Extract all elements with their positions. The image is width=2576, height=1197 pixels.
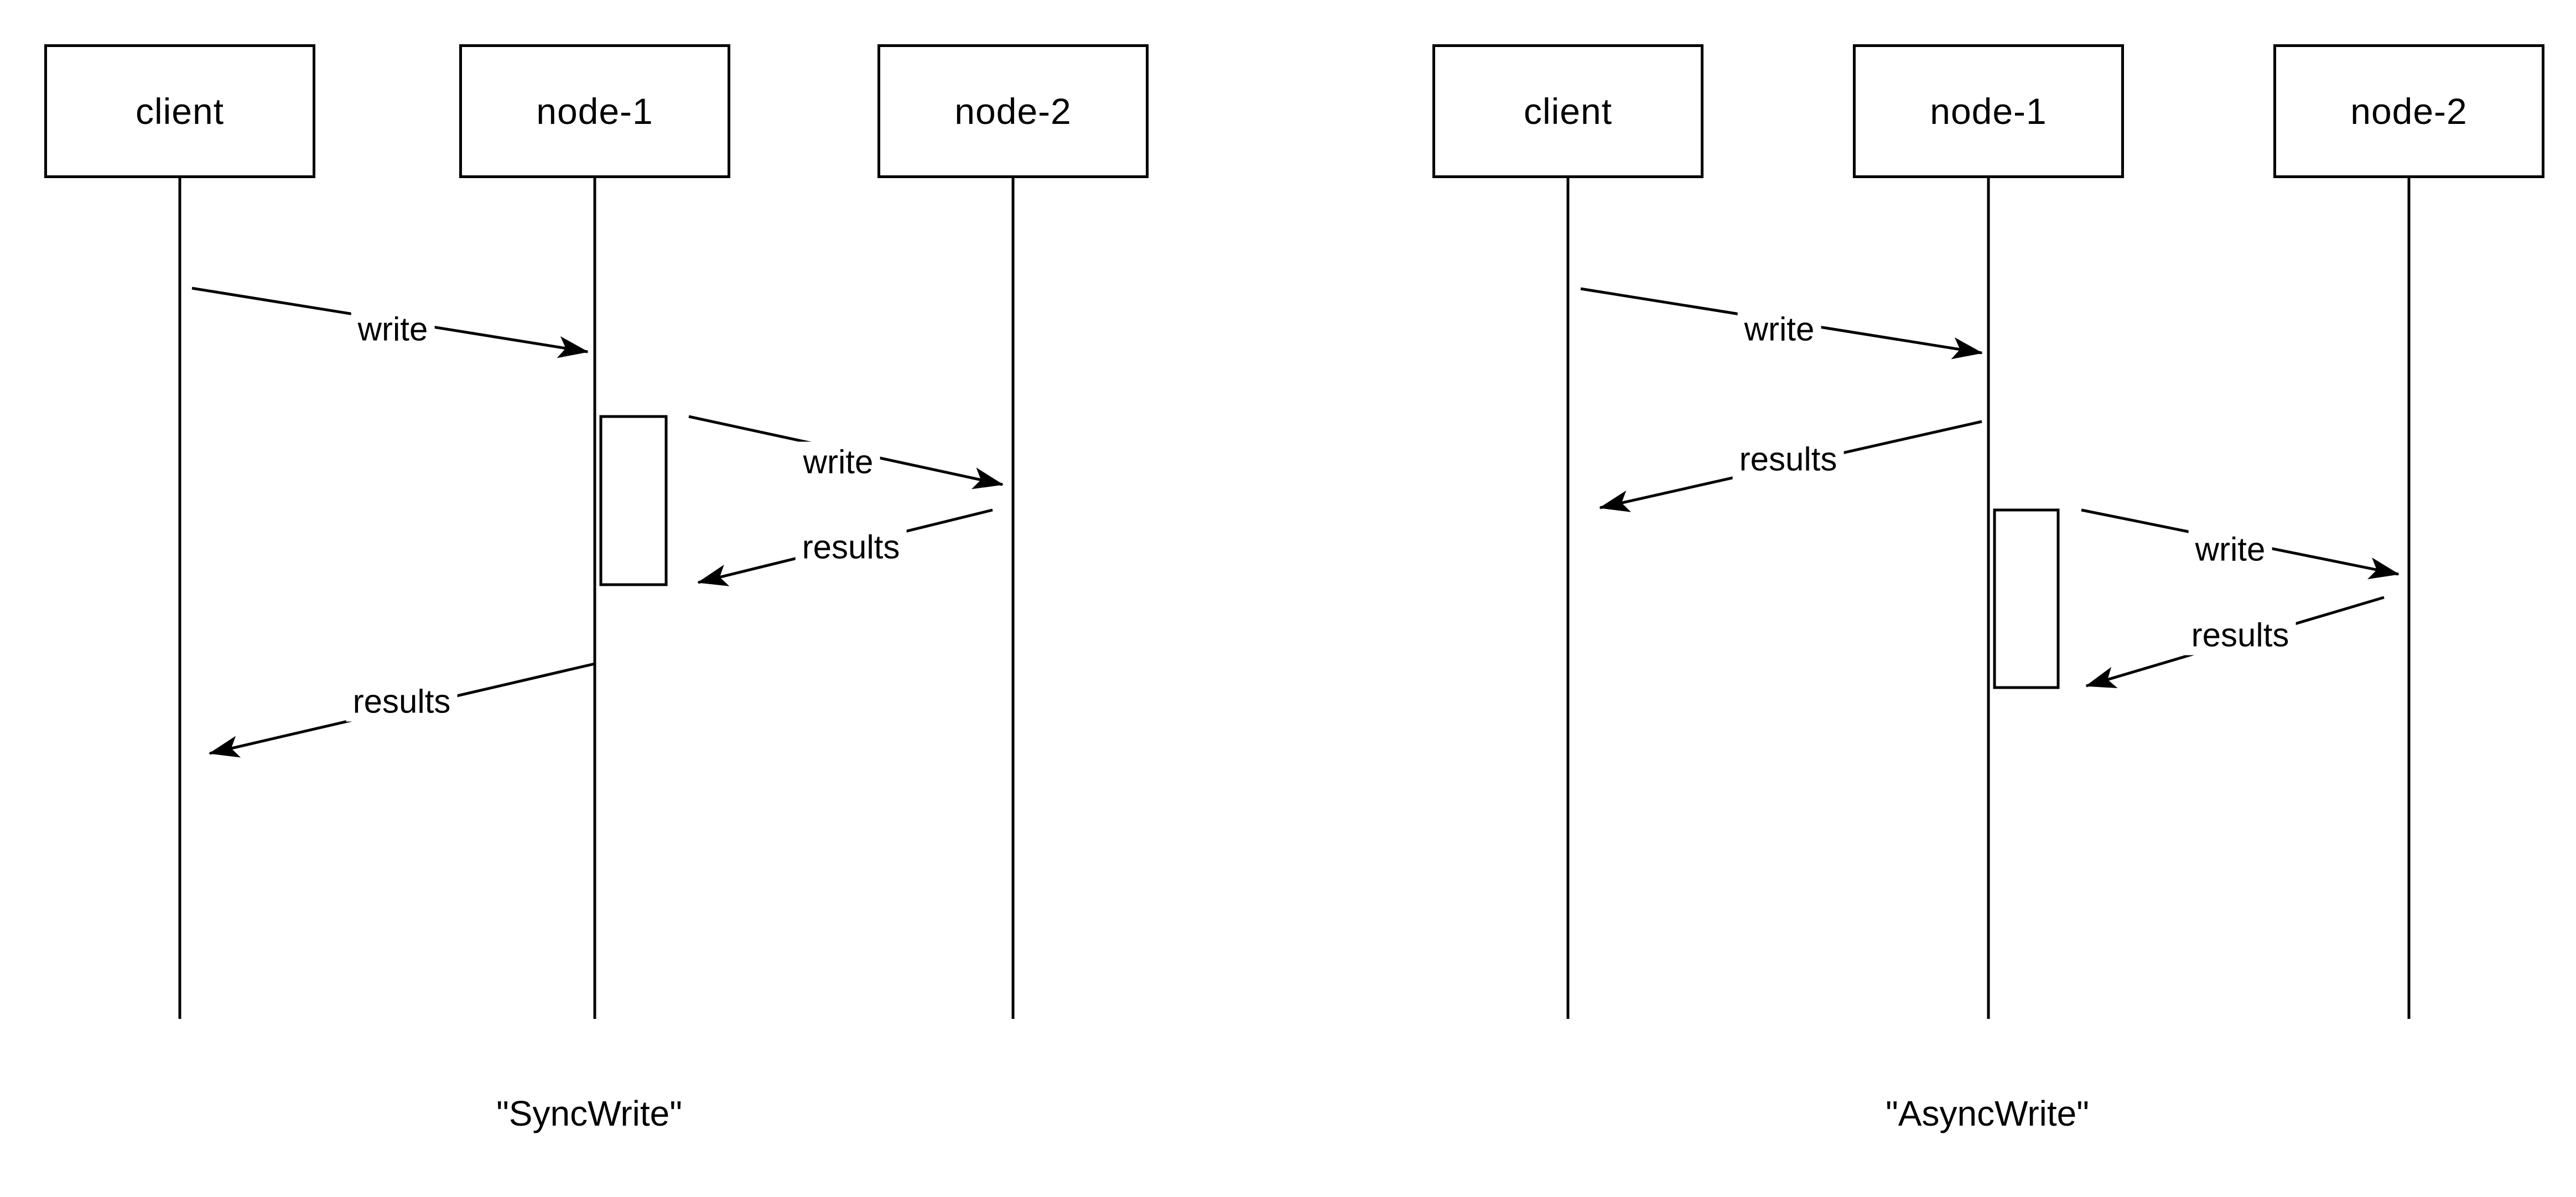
message-label-results-1: results bbox=[1732, 439, 1844, 480]
diagram-asyncwrite: client node-1 node-2 write results write… bbox=[1288, 0, 2576, 1197]
message-label-results-1: results bbox=[795, 527, 907, 568]
message-label-results-2: results bbox=[346, 681, 458, 722]
actor-box-client: client bbox=[44, 44, 315, 178]
actor-label-node-2: node-2 bbox=[954, 91, 1072, 132]
actor-label-client: client bbox=[1523, 91, 1613, 132]
diagram-syncwrite: client node-1 node-2 write write results… bbox=[44, 44, 1149, 1133]
message-label-write-2: write bbox=[2188, 529, 2272, 570]
diagram-asyncwrite-lines bbox=[1566, 178, 2411, 1019]
actor-label-node-1: node-1 bbox=[1930, 91, 2047, 132]
activation-bar-node-1 bbox=[599, 415, 668, 586]
actor-label-node-1: node-1 bbox=[536, 91, 653, 132]
message-label-write-2: write bbox=[796, 441, 880, 482]
activation-bar-node-1 bbox=[1993, 508, 2060, 689]
diagram-caption-asyncwrite: "AsyncWrite" bbox=[1886, 1094, 2089, 1133]
actor-label-client: client bbox=[135, 91, 225, 132]
actor-box-node-1: node-1 bbox=[1853, 44, 2124, 178]
actor-box-node-2: node-2 bbox=[877, 44, 1149, 178]
message-label-results-2: results bbox=[2184, 615, 2296, 655]
diagram-syncwrite-lines bbox=[178, 178, 1015, 1019]
actor-box-node-1: node-1 bbox=[459, 44, 730, 178]
actor-box-client: client bbox=[1432, 44, 1704, 178]
actor-label-node-2: node-2 bbox=[2350, 91, 2468, 132]
diagram-caption-syncwrite: "SyncWrite" bbox=[496, 1094, 682, 1133]
actor-box-node-2: node-2 bbox=[2273, 44, 2544, 178]
message-label-write-1: write bbox=[351, 309, 435, 350]
message-label-write-1: write bbox=[1737, 309, 1821, 350]
